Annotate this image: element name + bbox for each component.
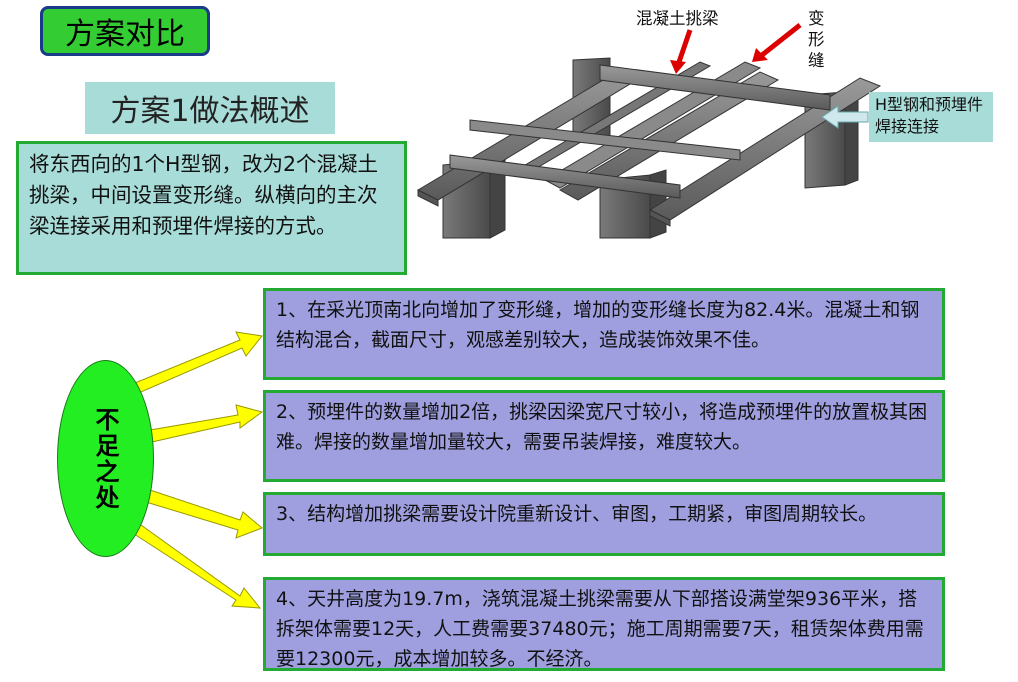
shortcoming-oval: 不足之处 bbox=[57, 360, 154, 557]
label-joint: 变形缝 bbox=[808, 9, 825, 70]
issue-item-2: 2、预埋件的数量增加2倍，挑梁因梁宽尺寸较小，将造成预埋件的放置极其困难。焊接的… bbox=[263, 390, 945, 482]
page-title: 方案对比 bbox=[40, 6, 210, 56]
issue-item-3: 3、结构增加挑梁需要设计院重新设计、审图，工期紧，审图周期较长。 bbox=[263, 492, 945, 556]
shortcoming-label: 不足之处 bbox=[91, 406, 119, 511]
issue-item-1: 1、在采光顶南北向增加了变形缝，增加的变形缝长度为82.4米。混凝土和钢结构混合… bbox=[263, 288, 945, 380]
label-beam: 混凝土挑梁 bbox=[636, 9, 719, 28]
issue-item-4: 4、天井高度为19.7m，浇筑混凝土挑梁需要从下部搭设满堂架936平米，搭拆架体… bbox=[263, 577, 945, 671]
section-subtitle: 方案1做法概述 bbox=[85, 82, 335, 134]
cross-beams bbox=[449, 64, 831, 199]
callout-arrow bbox=[821, 105, 869, 129]
label-h-steel: H型钢和预埋件焊接连接 bbox=[869, 92, 993, 142]
red-pointer-arrows bbox=[670, 23, 802, 74]
plan-description: 将东西向的1个H型钢，改为2个混凝土挑梁，中间设置变形缝。纵横向的主次梁连接采用… bbox=[16, 141, 407, 275]
yellow-arrows bbox=[127, 331, 264, 609]
